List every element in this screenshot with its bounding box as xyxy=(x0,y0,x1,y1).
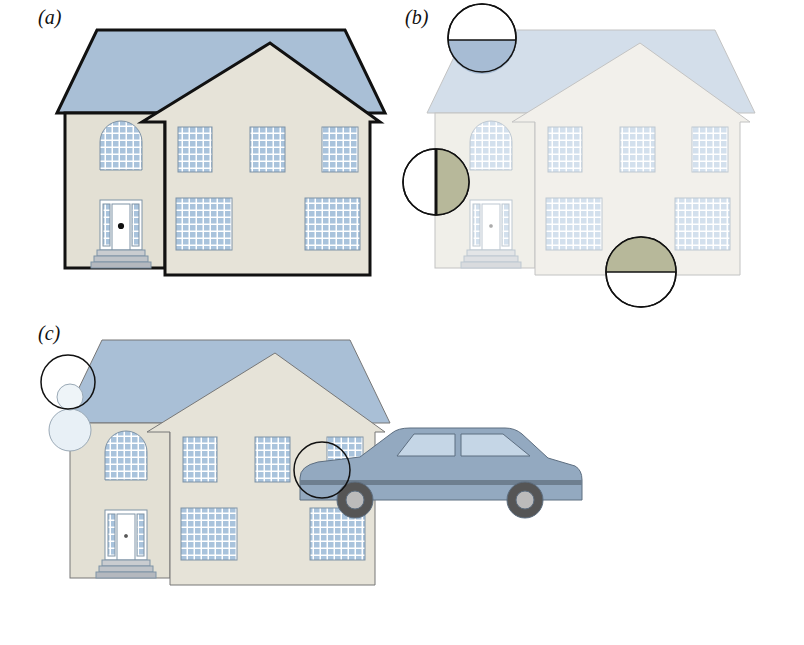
panel-label: (a) xyxy=(38,6,61,29)
panel-label: (b) xyxy=(405,6,428,29)
panel-label: (c) xyxy=(38,322,60,345)
